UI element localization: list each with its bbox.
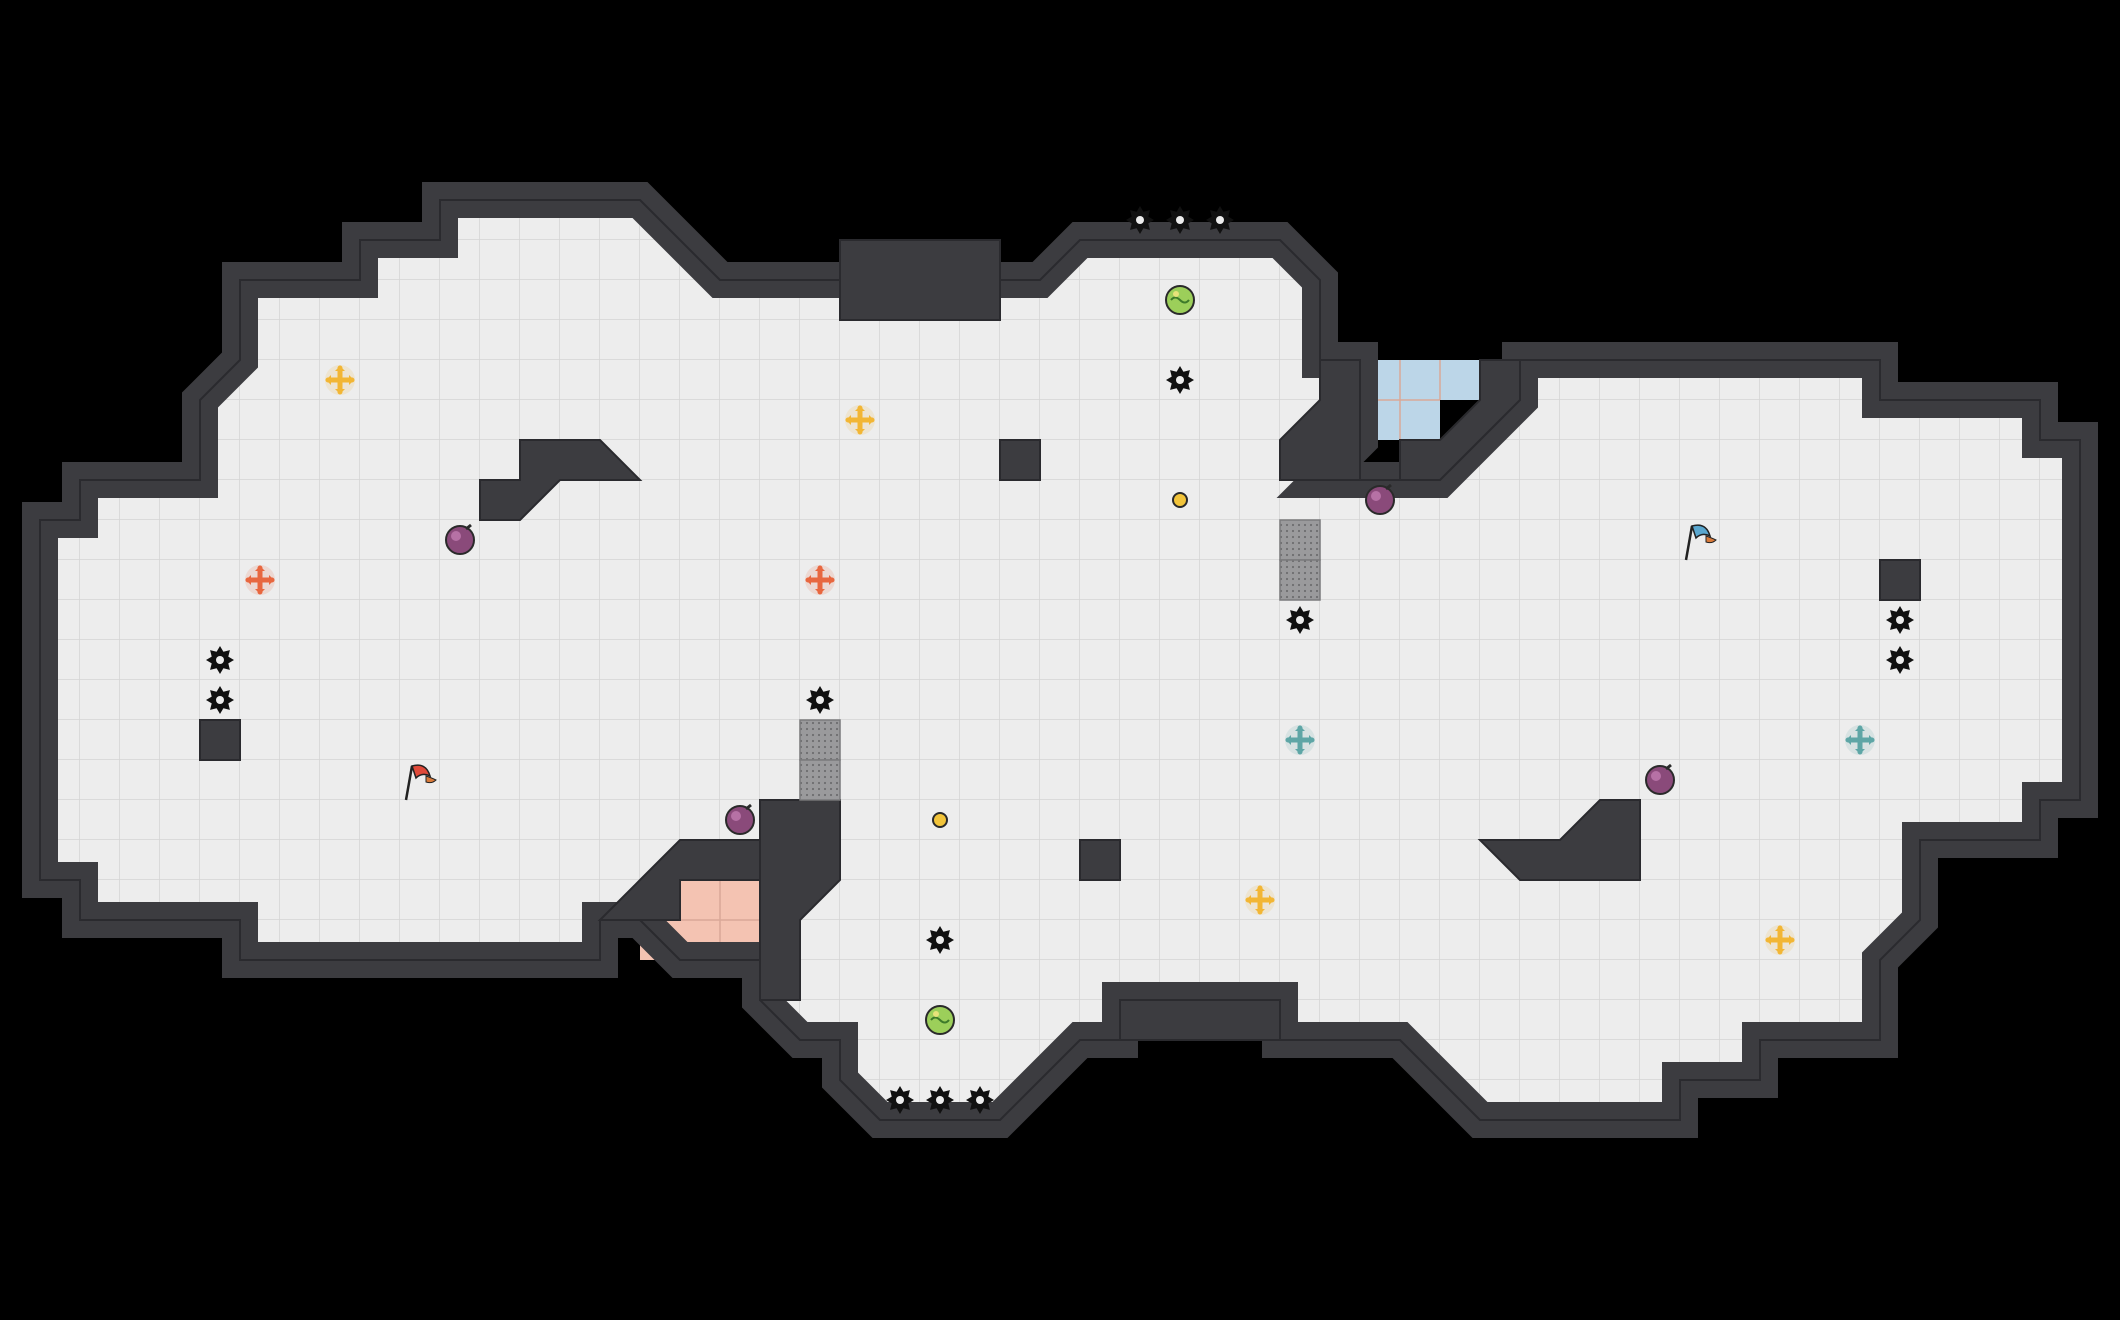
wall-block	[1079, 839, 1121, 881]
gate-grate	[1279, 559, 1321, 601]
walls	[22, 182, 2098, 1138]
wall-step-red	[597, 839, 761, 921]
spike-icon	[1206, 206, 1234, 234]
gate-grate	[799, 719, 841, 761]
bomb-icon	[725, 803, 755, 835]
spike-icon	[966, 1086, 994, 1114]
wall-block	[999, 439, 1041, 481]
red-boost-icon	[245, 565, 275, 595]
game-pieces	[206, 206, 1914, 1114]
wall-block	[1879, 559, 1921, 601]
spike-icon	[1886, 606, 1914, 634]
spike-icon	[206, 646, 234, 674]
yellow-boost-icon	[1245, 885, 1275, 915]
button-icon	[932, 812, 948, 828]
spike-icon	[806, 686, 834, 714]
wall-block-bottom	[1119, 999, 1281, 1041]
bomb-icon	[445, 523, 475, 555]
spike-icon	[206, 686, 234, 714]
spike-icon	[1126, 206, 1154, 234]
red-flag-icon	[404, 764, 437, 801]
jukejuice-icon	[925, 1005, 955, 1035]
yellow-boost-icon	[1765, 925, 1795, 955]
spike-icon	[926, 1086, 954, 1114]
bomb-icon	[1365, 483, 1395, 515]
yellow-boost-icon	[325, 365, 355, 395]
yellow-boost-icon	[845, 405, 875, 435]
wall-block-top	[839, 239, 1001, 321]
spike-icon	[1286, 606, 1314, 634]
red-boost-icon	[805, 565, 835, 595]
blue-flag-icon	[1684, 524, 1717, 561]
spike-icon	[1886, 646, 1914, 674]
wall-step-blue	[1399, 359, 1521, 481]
wall-ramp-left	[479, 439, 643, 521]
wall-notch-blue	[1279, 359, 1361, 481]
floor-area	[40, 200, 2080, 1120]
wall-block	[199, 719, 241, 761]
spike-icon	[1166, 366, 1194, 394]
button-icon	[1172, 492, 1188, 508]
spike-icon	[886, 1086, 914, 1114]
spike-icon	[1166, 206, 1194, 234]
blue-boost-icon	[1285, 725, 1315, 755]
endzone-grid	[680, 360, 1441, 960]
gate-grate	[1279, 519, 1321, 561]
jukejuice-icon	[1165, 285, 1195, 315]
floor-tiles	[40, 200, 2080, 1120]
gate-grate	[799, 759, 841, 801]
blue-boost-icon	[1845, 725, 1875, 755]
bomb-icon	[1645, 763, 1675, 795]
spike-icon	[926, 926, 954, 954]
wall-ramp-right	[1477, 799, 1641, 881]
